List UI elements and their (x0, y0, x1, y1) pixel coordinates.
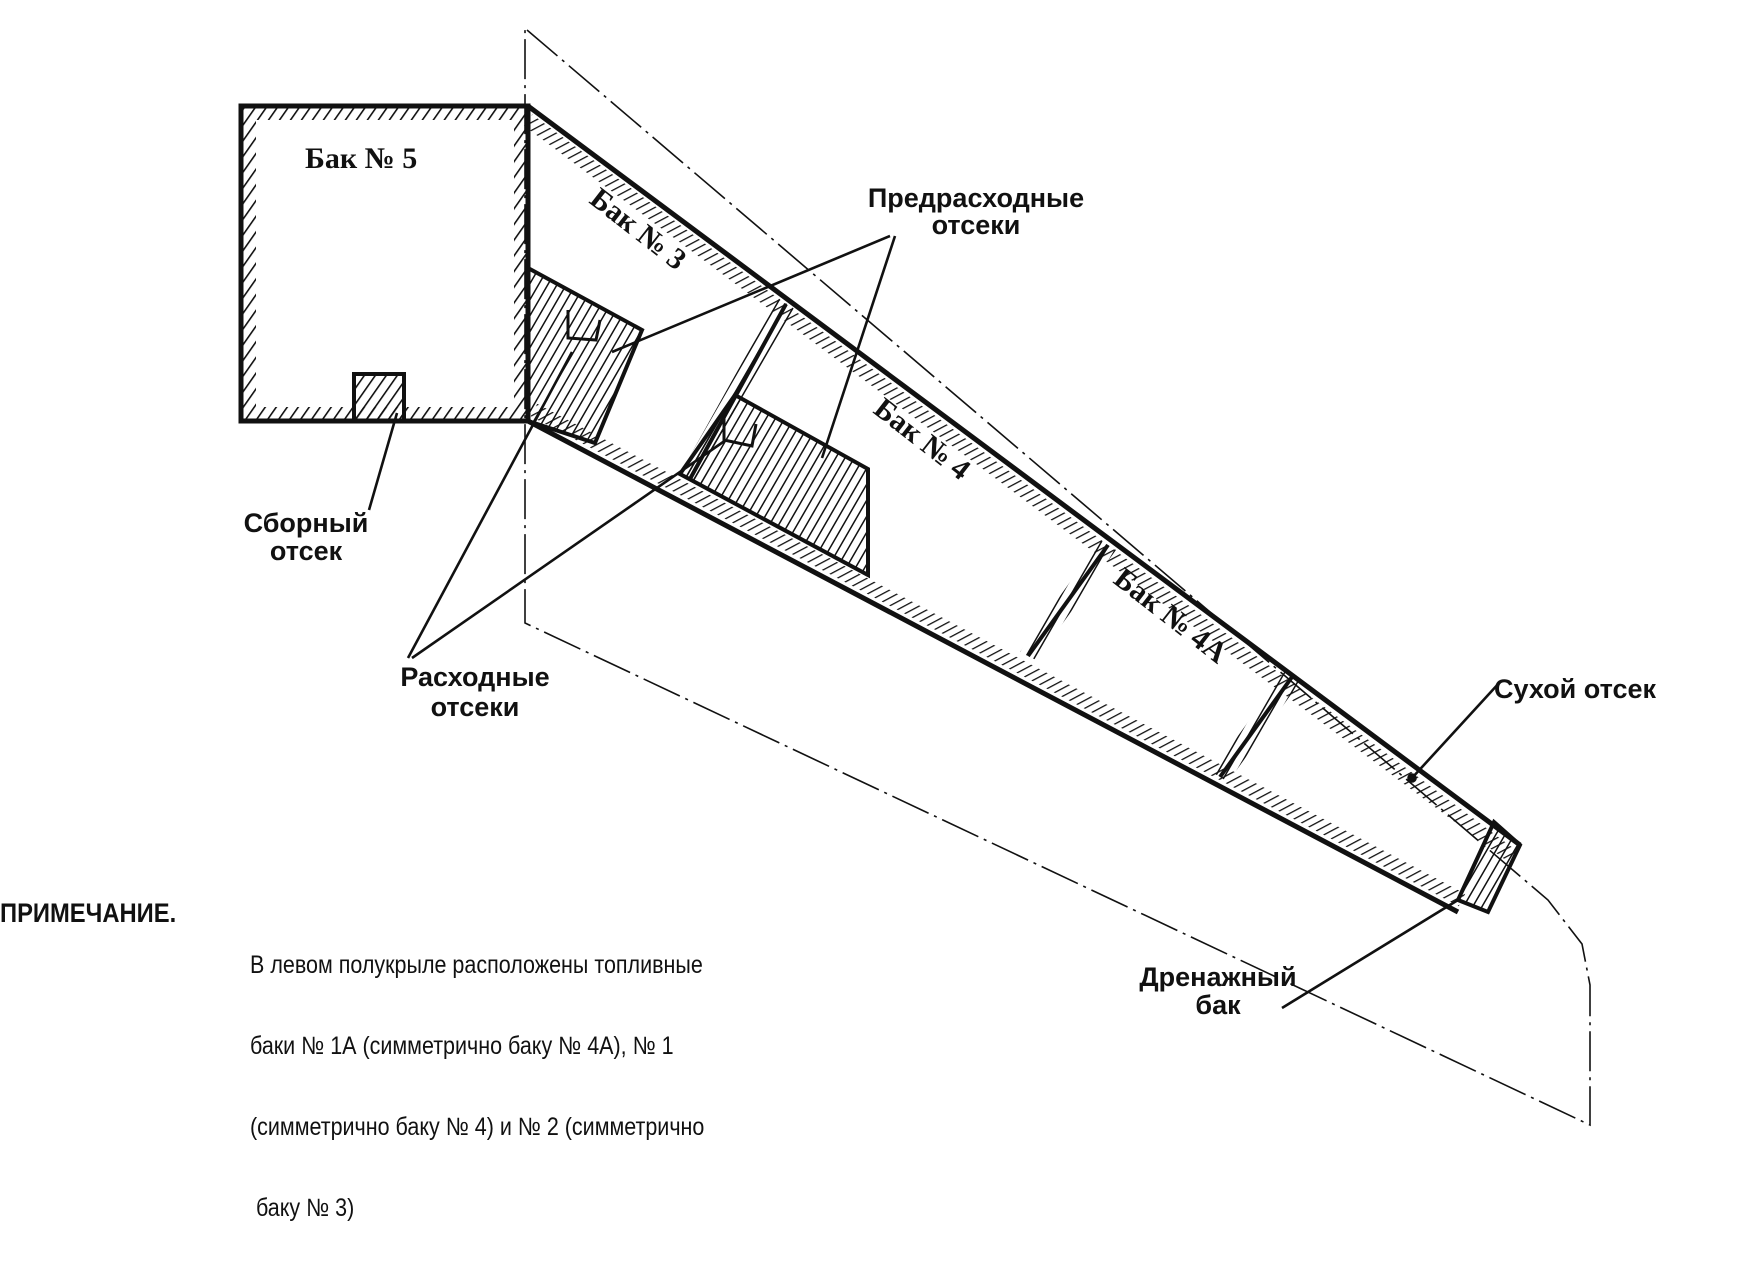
leader-drain-tank (1281, 898, 1459, 1010)
wing-outline (524, 29, 1591, 1127)
pre-consumption-bay (677, 392, 870, 579)
leader-consumption-2 (411, 438, 727, 660)
check-valve-2 (722, 412, 758, 448)
leader-consumption-1 (406, 351, 574, 659)
note-line: баку № 3) (250, 1194, 355, 1222)
collector-label-2: отсек (270, 536, 343, 566)
note-line: В левом полукрыле расположены топливные (250, 951, 703, 979)
collector-label-1: Сборный (244, 508, 369, 538)
leader-dry-bay (1411, 681, 1501, 779)
wing-tank-strip (523, 103, 1522, 915)
note-title: ПРИМЕЧАНИЕ. (0, 898, 177, 928)
leader-pre-consumption-2 (820, 235, 897, 459)
leader-lines (367, 234, 1501, 1010)
check-valve-1 (566, 310, 602, 342)
note-line: (симметрично баку № 4) и № 2 (симметричн… (250, 1113, 705, 1141)
wing-leading-edge (524, 29, 1591, 1127)
fuel-tank-diagram: Бак № 5 Бак № 3 Бак № 4 Бак № 4А Предрас… (238, 29, 1657, 1127)
pre-consumption-label-1: Предрасходные (868, 183, 1084, 213)
drain-tank-label-2: бак (1195, 990, 1241, 1020)
dry-bay-label: Сухой отсек (1494, 674, 1657, 704)
consumption-bay-1 (526, 264, 645, 446)
consumption-label-1: Расходные (400, 662, 549, 692)
drain-tank-label-1: Дренажный (1139, 962, 1296, 992)
pre-consumption-label-2: отсеки (932, 210, 1021, 240)
leader-collector (367, 412, 399, 511)
tank-strip-lower-edge (526, 418, 1460, 915)
collector-bay (352, 372, 406, 423)
tank-strip-upper-edge (526, 103, 1522, 848)
drain-tank (1455, 818, 1523, 915)
note-body: В левом полукрыле расположены топливные … (250, 898, 852, 1276)
tank-5-label: Бак № 5 (305, 142, 417, 175)
tank-5 (238, 103, 531, 424)
note-line: баки № 1А (симметрично баку № 4А), № 1 (250, 1032, 674, 1060)
leader-pre-consumption-1 (611, 234, 891, 354)
consumption-label-2: отсеки (431, 692, 520, 722)
